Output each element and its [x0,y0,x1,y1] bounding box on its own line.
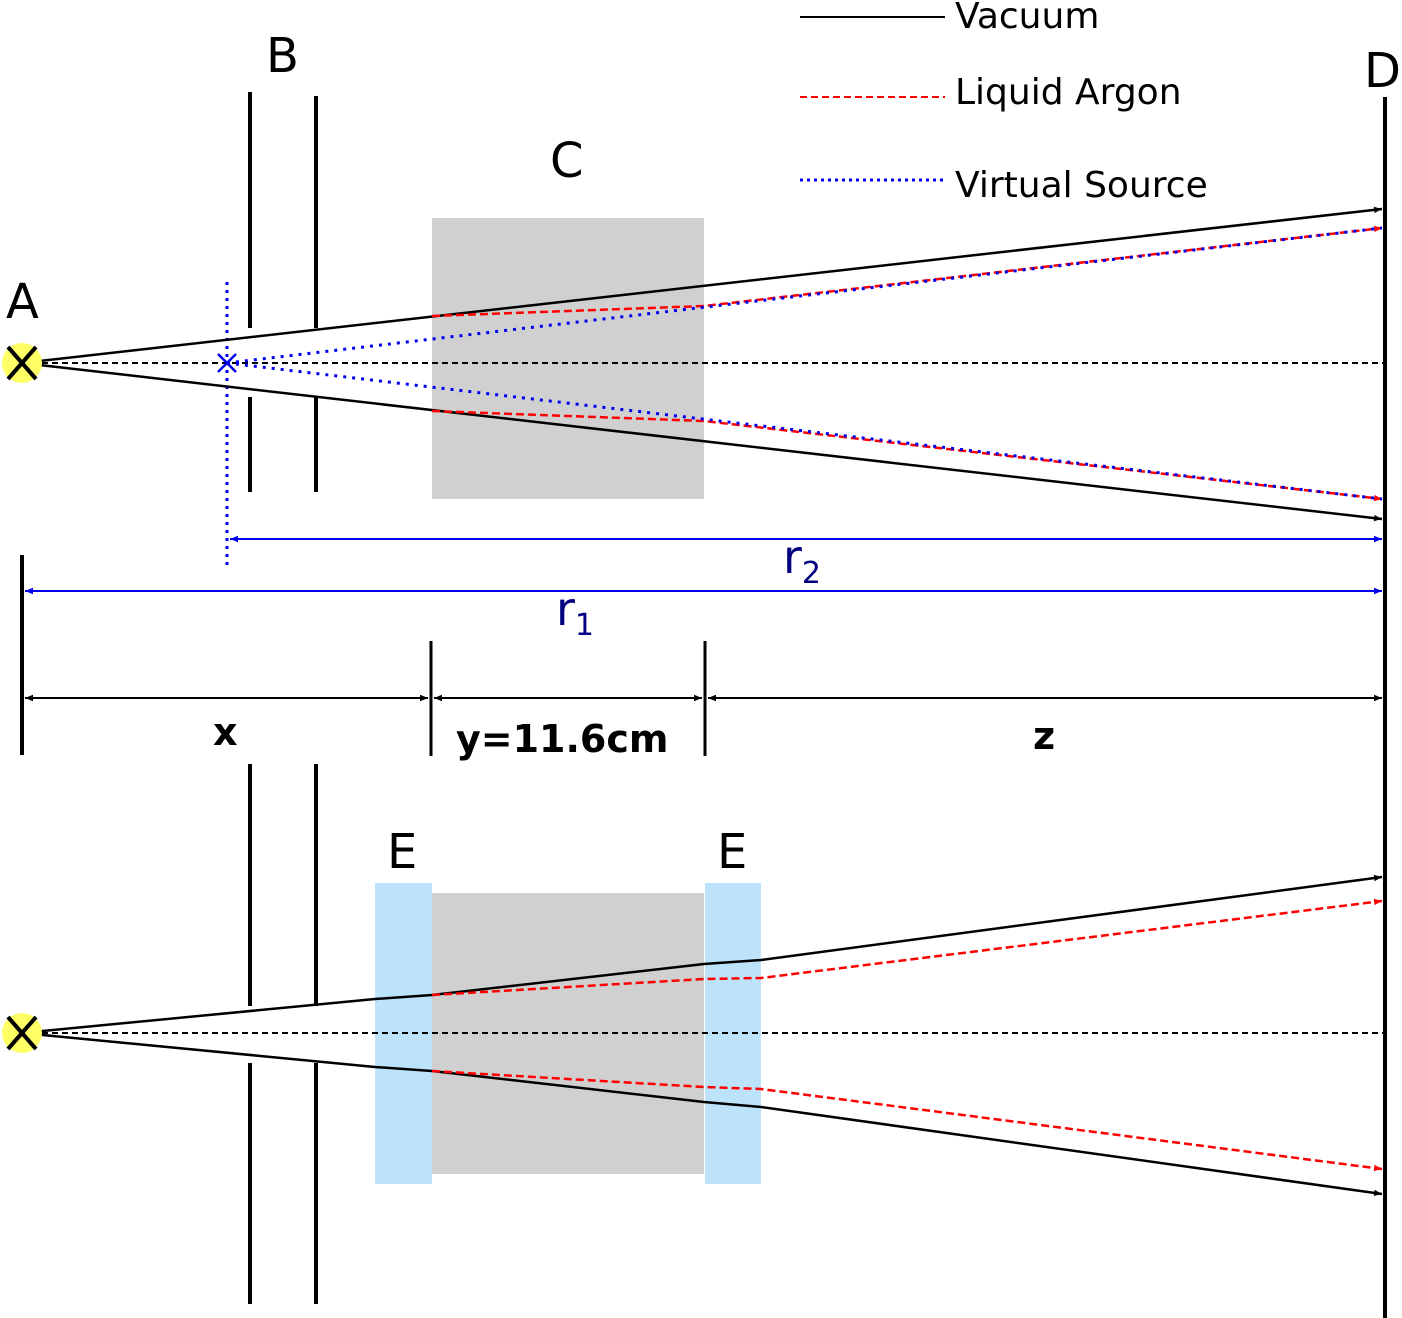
y-label: y=11.6cm [456,717,669,761]
legend-virtual-label: Virtual Source [955,165,1208,206]
source-marker-bottom [2,1013,42,1053]
r1-label: r1 [556,582,594,643]
argon-ray-lower-bottom [431,1069,1383,1172]
legend: Vacuum Liquid Argon Virtual Source [800,0,1208,206]
virtual-ray-lower [226,361,1383,501]
top-panel: A B C D [2,28,1401,1318]
label-d: D [1364,43,1401,99]
argon-ray-lower [431,409,1383,502]
z-label: z [1033,714,1055,758]
label-e-right: E [717,824,747,880]
collimator-plates-bottom [248,764,318,1304]
distance-annotations: r2 r1 x y=11.6cm z [20,530,1382,761]
label-b: B [266,28,299,84]
argon-ray-upper-bottom [431,898,1383,997]
collimator-plates [248,92,318,492]
source-marker-top [2,343,42,383]
vacuum-ray-lower [21,361,1383,522]
label-c: C [550,133,584,189]
r2-label: r2 [783,530,821,591]
argon-target-box [432,218,704,499]
argon-ray-upper [431,225,1383,318]
virtual-source-marker [217,353,237,373]
label-a: A [6,274,39,330]
vacuum-ray-lower-bottom [21,1031,1383,1197]
label-e-left: E [387,824,417,880]
x-label: x [213,710,238,754]
vacuum-ray-upper [21,206,1383,365]
bottom-panel: E E [2,764,1385,1304]
legend-argon-label: Liquid Argon [955,72,1182,113]
vacuum-ray-upper-bottom [21,874,1383,1035]
legend-vacuum-label: Vacuum [955,0,1099,37]
